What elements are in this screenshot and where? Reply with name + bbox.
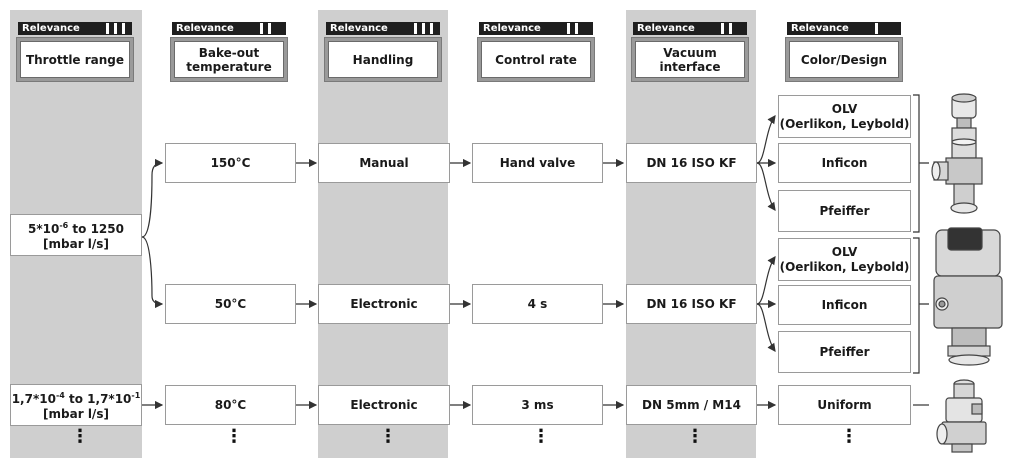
fork-interface-to-design	[756, 303, 776, 352]
bake-out-box-1: 150°C	[165, 143, 296, 183]
continuation-dots: ⋮	[379, 426, 397, 447]
hand-valve-image	[931, 93, 983, 214]
electronic-valve-image	[933, 227, 1003, 366]
relevance-tag: Relevance	[18, 22, 132, 35]
interface-box-3: DN 5mm / M14	[626, 385, 757, 425]
control-rate-box-2: 4 s	[472, 284, 603, 324]
header-label: Throttle range	[20, 41, 130, 78]
handling-box-3: Electronic	[318, 385, 450, 425]
header-frame: Vacuum interface	[631, 37, 749, 82]
fork-interface-to-design	[756, 115, 776, 164]
header-label: Control rate	[481, 41, 591, 78]
design-uniform-box: Uniform	[778, 385, 911, 425]
header-label: Handling	[328, 41, 438, 78]
header-frame: Bake-out temperature	[170, 37, 288, 82]
bake-out-box-2: 50°C	[165, 284, 296, 324]
header-label: Bake-out temperature	[174, 41, 284, 78]
throttle-range-box-2: 1,7*10-4 to 1,7*10-1[mbar l/s]	[10, 384, 142, 426]
relevance-tag: Relevance	[633, 22, 747, 35]
header-label: Color/Design	[789, 41, 899, 78]
bake-out-box-3: 80°C	[165, 385, 296, 425]
relevance-tag: Relevance	[326, 22, 440, 35]
header-frame: Color/Design	[785, 37, 903, 82]
relevance-tag: Relevance	[787, 22, 901, 35]
continuation-dots: ⋮	[532, 426, 550, 447]
header-frame: Throttle range	[16, 37, 134, 82]
design-inficon-box-1: Inficon	[778, 143, 911, 183]
relevance-tag: Relevance	[479, 22, 593, 35]
handling-box-2: Electronic	[318, 284, 450, 324]
design-olv-box-2: OLV(Oerlikon, Leybold)	[778, 238, 911, 281]
fork-throttle-to-bake	[141, 158, 164, 238]
design-pfeiffer-box-1: Pfeiffer	[778, 190, 911, 232]
fork-throttle-to-bake	[141, 236, 164, 309]
header-label: Vacuum interface	[635, 41, 745, 78]
column-bg-interface	[626, 10, 756, 458]
bracket-group-2	[913, 237, 929, 374]
fork-interface-to-design	[756, 162, 776, 211]
continuation-dots: ⋮	[71, 426, 89, 447]
header-frame: Control rate	[477, 37, 595, 82]
solenoid-valve-image	[936, 379, 987, 453]
throttle-range-label-1: 5*10-6 to 1250[mbar l/s]	[28, 221, 124, 251]
design-pfeiffer-box-2: Pfeiffer	[778, 331, 911, 373]
interface-box-1: DN 16 ISO KF	[626, 143, 757, 183]
bracket-group-1	[913, 94, 929, 233]
header-frame: Handling	[324, 37, 442, 82]
relevance-tag: Relevance	[172, 22, 286, 35]
interface-box-2: DN 16 ISO KF	[626, 284, 757, 324]
continuation-dots: ⋮	[225, 426, 243, 447]
throttle-range-label-2: 1,7*10-4 to 1,7*10-1[mbar l/s]	[11, 391, 141, 421]
control-rate-box-3: 3 ms	[472, 385, 603, 425]
design-inficon-box-2: Inficon	[778, 285, 911, 325]
continuation-dots: ⋮	[686, 426, 704, 447]
control-rate-box-1: Hand valve	[472, 143, 603, 183]
column-bg-handling	[318, 10, 448, 458]
fork-interface-to-design	[756, 256, 776, 305]
handling-box-1: Manual	[318, 143, 450, 183]
continuation-dots: ⋮	[840, 426, 858, 447]
design-olv-box-1: OLV(Oerlikon, Leybold)	[778, 95, 911, 138]
throttle-range-box-1: 5*10-6 to 1250[mbar l/s]	[10, 214, 142, 256]
